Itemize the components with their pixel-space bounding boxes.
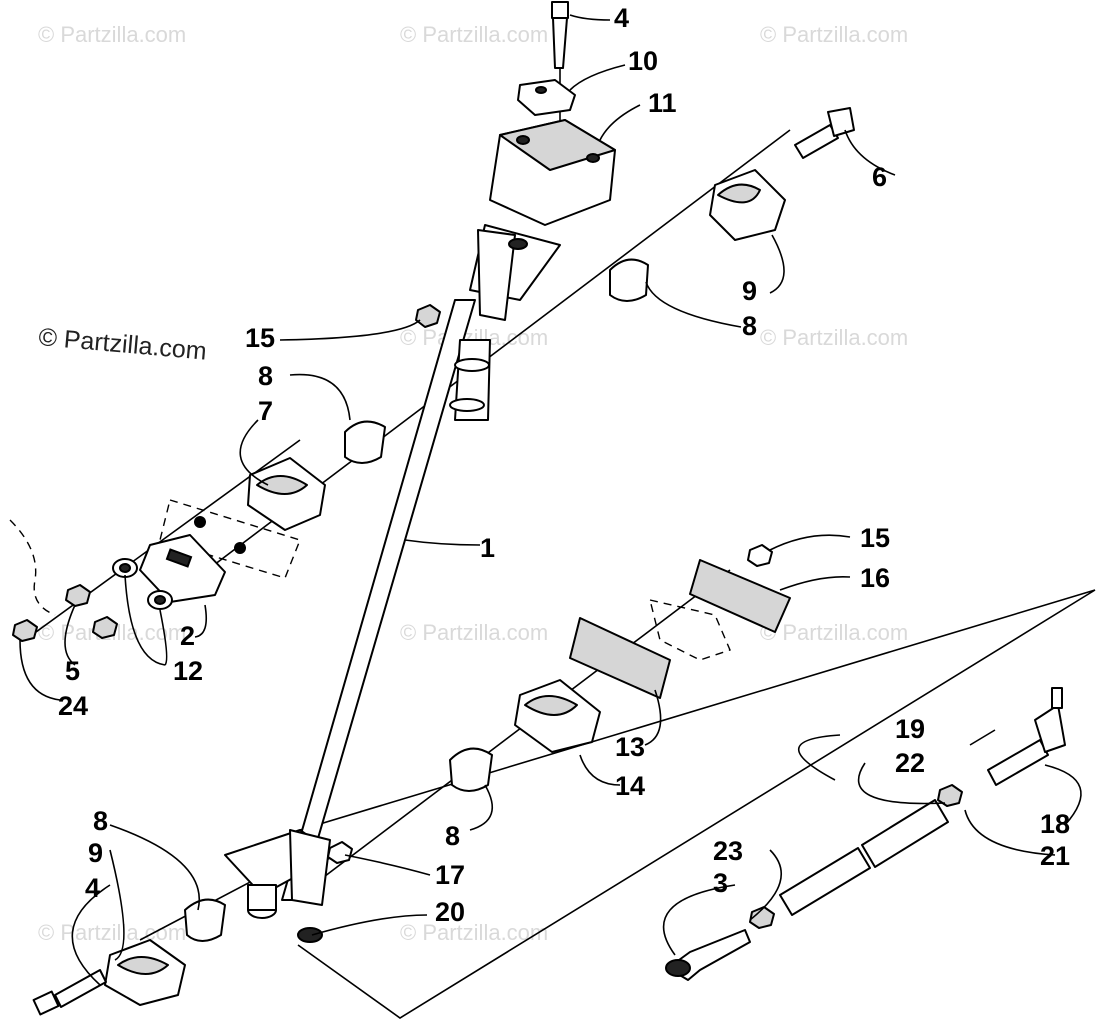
callout-19: 19: [895, 714, 925, 744]
steering-post: [224, 224, 561, 919]
callout-16: 16: [860, 563, 890, 593]
lower-handlebar-block: [247, 457, 326, 531]
callout-14: 14: [615, 771, 645, 801]
bolt-right: [794, 107, 855, 159]
clamp-right: [709, 169, 786, 241]
callout-5: 5: [65, 656, 80, 686]
callout-labels: 4 10 11 6 9 8 15 8 7 1 15 16 2 5 12 24 1…: [58, 3, 1070, 927]
lower-block-14: [514, 679, 601, 753]
hardware-left: [9, 519, 173, 642]
handlebar-cap: [517, 79, 576, 116]
callout-6: 6: [872, 162, 887, 192]
callout-18: 18: [1040, 809, 1070, 839]
watermark-main: © Partzilla.com: [37, 323, 207, 366]
bolt-bottom: [32, 969, 107, 1016]
callout-15-right: 15: [860, 523, 890, 553]
bushing-bottom: [184, 898, 226, 942]
leader-lines: [19, 14, 1082, 986]
callout-7: 7: [258, 396, 273, 426]
callout-1: 1: [480, 533, 495, 563]
callout-8-right: 8: [742, 311, 757, 341]
bushing-mid: [449, 747, 493, 792]
nut-right: [747, 544, 773, 567]
bushing-right: [609, 258, 649, 302]
watermark-faint: © Partzilla.com: [760, 325, 908, 350]
nut-left: [415, 304, 441, 328]
watermark-faint: © Partzilla.com: [38, 22, 186, 47]
callout-21: 21: [1040, 841, 1070, 871]
nut-17: [327, 841, 353, 864]
callout-2: 2: [180, 621, 195, 651]
plate-13: [569, 617, 671, 699]
callout-10: 10: [628, 46, 658, 76]
cap-plate-16: [689, 559, 791, 633]
callout-9-right: 9: [742, 276, 757, 306]
tie-rod-assembly: [665, 687, 1066, 981]
washer-20: [297, 927, 323, 943]
watermark-faint-group: © Partzilla.com © Partzilla.com © Partzi…: [38, 22, 908, 945]
watermark-faint: © Partzilla.com: [400, 620, 548, 645]
callout-12: 12: [173, 656, 203, 686]
bushing-left: [344, 420, 386, 464]
callout-11: 11: [648, 88, 677, 118]
watermark-faint: © Partzilla.com: [400, 920, 548, 945]
callout-8-left: 8: [258, 361, 273, 391]
bolt-top: [551, 1, 569, 69]
watermark-faint: © Partzilla.com: [760, 22, 908, 47]
clamp-bottom: [104, 939, 186, 1006]
callout-24: 24: [58, 691, 88, 721]
callout-20: 20: [435, 897, 465, 927]
gasket-dashed: [649, 599, 731, 661]
watermark-faint: © Partzilla.com: [760, 620, 908, 645]
watermark-faint: © Partzilla.com: [400, 22, 548, 47]
upper-handlebar-block: [489, 119, 616, 226]
callout-4-bottom: 4: [85, 873, 100, 903]
callout-8-mid: 8: [445, 821, 460, 851]
callout-3: 3: [713, 868, 728, 898]
callout-23: 23: [713, 836, 743, 866]
callout-9-bottom: 9: [88, 838, 103, 868]
watermark-faint: © Partzilla.com: [38, 920, 186, 945]
callout-17: 17: [435, 860, 465, 890]
callout-4-top: 4: [614, 3, 629, 33]
callout-15-left: 15: [245, 323, 275, 353]
callout-22: 22: [895, 748, 925, 778]
mounting-plate-group: [139, 499, 301, 603]
callout-8-bottom: 8: [93, 806, 108, 836]
callout-13: 13: [615, 732, 645, 762]
